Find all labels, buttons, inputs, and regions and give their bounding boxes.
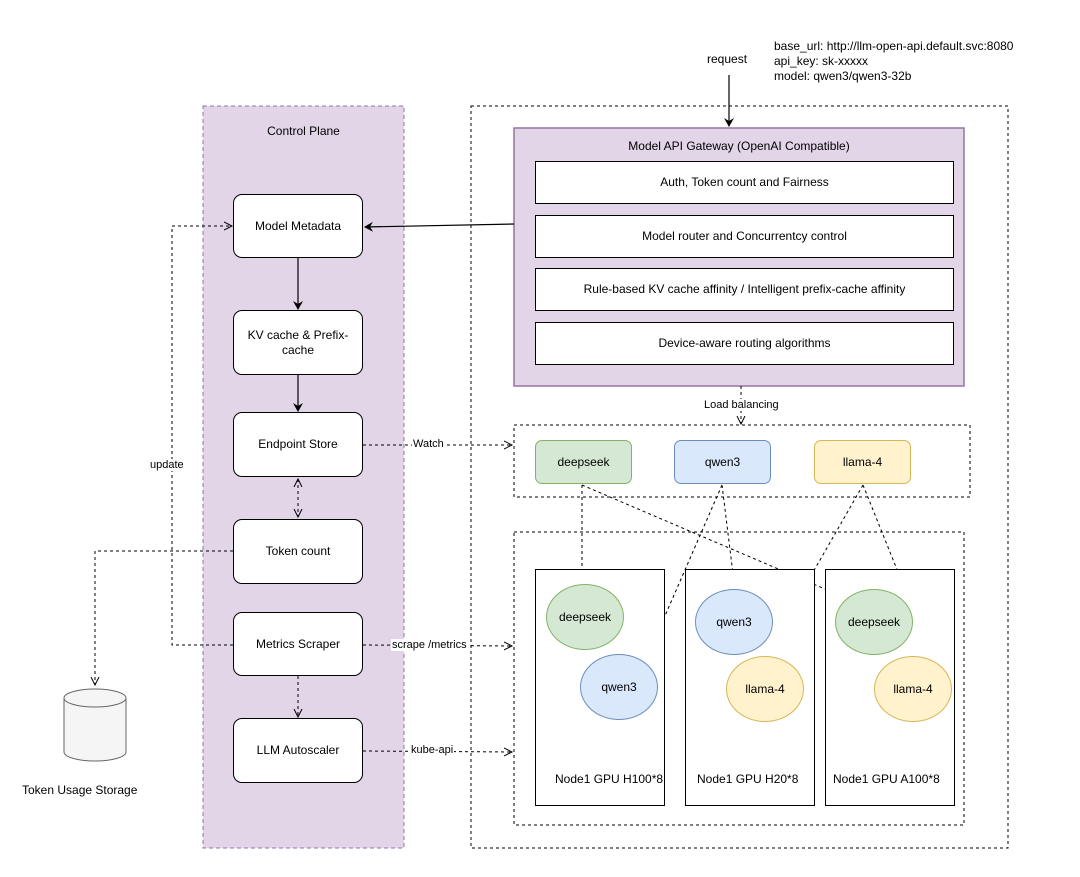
model-llama-4-label: llama-4 — [842, 454, 883, 469]
token-usage-storage-label: Token Usage Storage — [22, 783, 138, 797]
instance-label: llama-4 — [893, 681, 933, 696]
instance-llama-4[interactable]: llama-4 — [874, 656, 952, 722]
instance-label: deepseek — [847, 614, 901, 629]
model-qwen3-label: qwen3 — [704, 454, 741, 469]
model-qwen3[interactable]: qwen3 — [674, 440, 771, 484]
llm-autoscaler-label: LLM Autoscaler — [256, 743, 340, 757]
update-label: update — [149, 459, 185, 471]
gateway-row-label: Auth, Token count and Fairness — [660, 175, 829, 189]
instance-qwen3[interactable]: qwen3 — [580, 654, 658, 720]
token-storage-arrow — [95, 550, 233, 685]
token-count-label: Token count — [265, 544, 331, 558]
instance-qwen3[interactable]: qwen3 — [695, 589, 773, 655]
gateway-row-label: Rule-based KV cache affinity / Intellige… — [583, 282, 906, 296]
gateway-row-kv-affinity[interactable]: Rule-based KV cache affinity / Intellige… — [535, 268, 954, 311]
gateway-row-router[interactable]: Model router and Concurrentcy control — [535, 215, 954, 258]
node-h100[interactable]: deepseek qwen3 Node1 GPU H100*8 — [535, 569, 665, 806]
gateway-row-auth[interactable]: Auth, Token count and Fairness — [535, 161, 954, 204]
metrics-scraper-node[interactable]: Metrics Scraper — [233, 612, 363, 676]
endpoint-store-label: Endpoint Store — [258, 437, 338, 451]
gateway-row-label: Model router and Concurrentcy control — [642, 229, 847, 243]
gateway-to-metadata-arrow — [364, 221, 515, 232]
instance-deepseek[interactable]: deepseek — [835, 589, 913, 655]
request-label: request — [707, 52, 748, 66]
token-count-node[interactable]: Token count — [233, 519, 363, 584]
kv-cache-label-line1: KV cache & Prefix- — [247, 327, 349, 342]
watch-label: Watch — [412, 438, 445, 450]
instance-label: qwen3 — [601, 679, 637, 694]
node-a100[interactable]: deepseek llama-4 Node1 GPU A100*8 — [825, 569, 955, 806]
kube-api-label: kube-api — [410, 744, 455, 756]
node-label: Node1 GPU H20*8 — [697, 772, 799, 786]
instance-llama-4[interactable]: llama-4 — [726, 656, 804, 722]
endpoint-store-node[interactable]: Endpoint Store — [233, 412, 363, 477]
database-icon — [63, 688, 127, 762]
scrape-metrics-label: scrape /metrics — [391, 639, 468, 651]
node-h20[interactable]: qwen3 llama-4 Node1 GPU H20*8 — [685, 569, 815, 806]
metrics-scraper-label: Metrics Scraper — [255, 636, 341, 651]
model-deepseek[interactable]: deepseek — [535, 440, 632, 484]
gateway-title: Model API Gateway (OpenAI Compatible) — [628, 139, 850, 153]
control-plane-title: Control Plane — [267, 124, 340, 138]
llm-autoscaler-node[interactable]: LLM Autoscaler — [233, 718, 363, 783]
model-metadata-label: Model Metadata — [254, 218, 342, 233]
instance-label: llama-4 — [745, 681, 785, 696]
instance-label: qwen3 — [716, 614, 752, 629]
instance-deepseek[interactable]: deepseek — [546, 584, 624, 650]
kv-cache-node[interactable]: KV cache & Prefix- cache — [233, 310, 363, 375]
model-deepseek-label: deepseek — [557, 454, 610, 469]
node-label: Node1 GPU A100*8 — [833, 772, 940, 786]
data-plane-container — [470, 105, 1009, 849]
update-arrow — [171, 226, 233, 646]
gateway-row-label: Device-aware routing algorithms — [658, 336, 831, 350]
load-balancing-label: Load balancing — [703, 399, 780, 411]
model-text: model: qwen3/qwen3-32b — [774, 69, 912, 83]
node-label: Node1 GPU H100*8 — [555, 772, 664, 786]
api-key-text: api_key: sk-xxxxx — [774, 54, 869, 68]
gateway-row-device-routing[interactable]: Device-aware routing algorithms — [535, 322, 954, 365]
kv-cache-label-line2: cache — [281, 342, 315, 357]
base-url-text: base_url: http://llm-open-api.default.sv… — [774, 39, 1014, 53]
model-metadata-node[interactable]: Model Metadata — [233, 194, 363, 258]
model-llama-4[interactable]: llama-4 — [814, 440, 911, 484]
instance-label: deepseek — [558, 609, 612, 624]
nodes-group-container — [513, 531, 965, 826]
